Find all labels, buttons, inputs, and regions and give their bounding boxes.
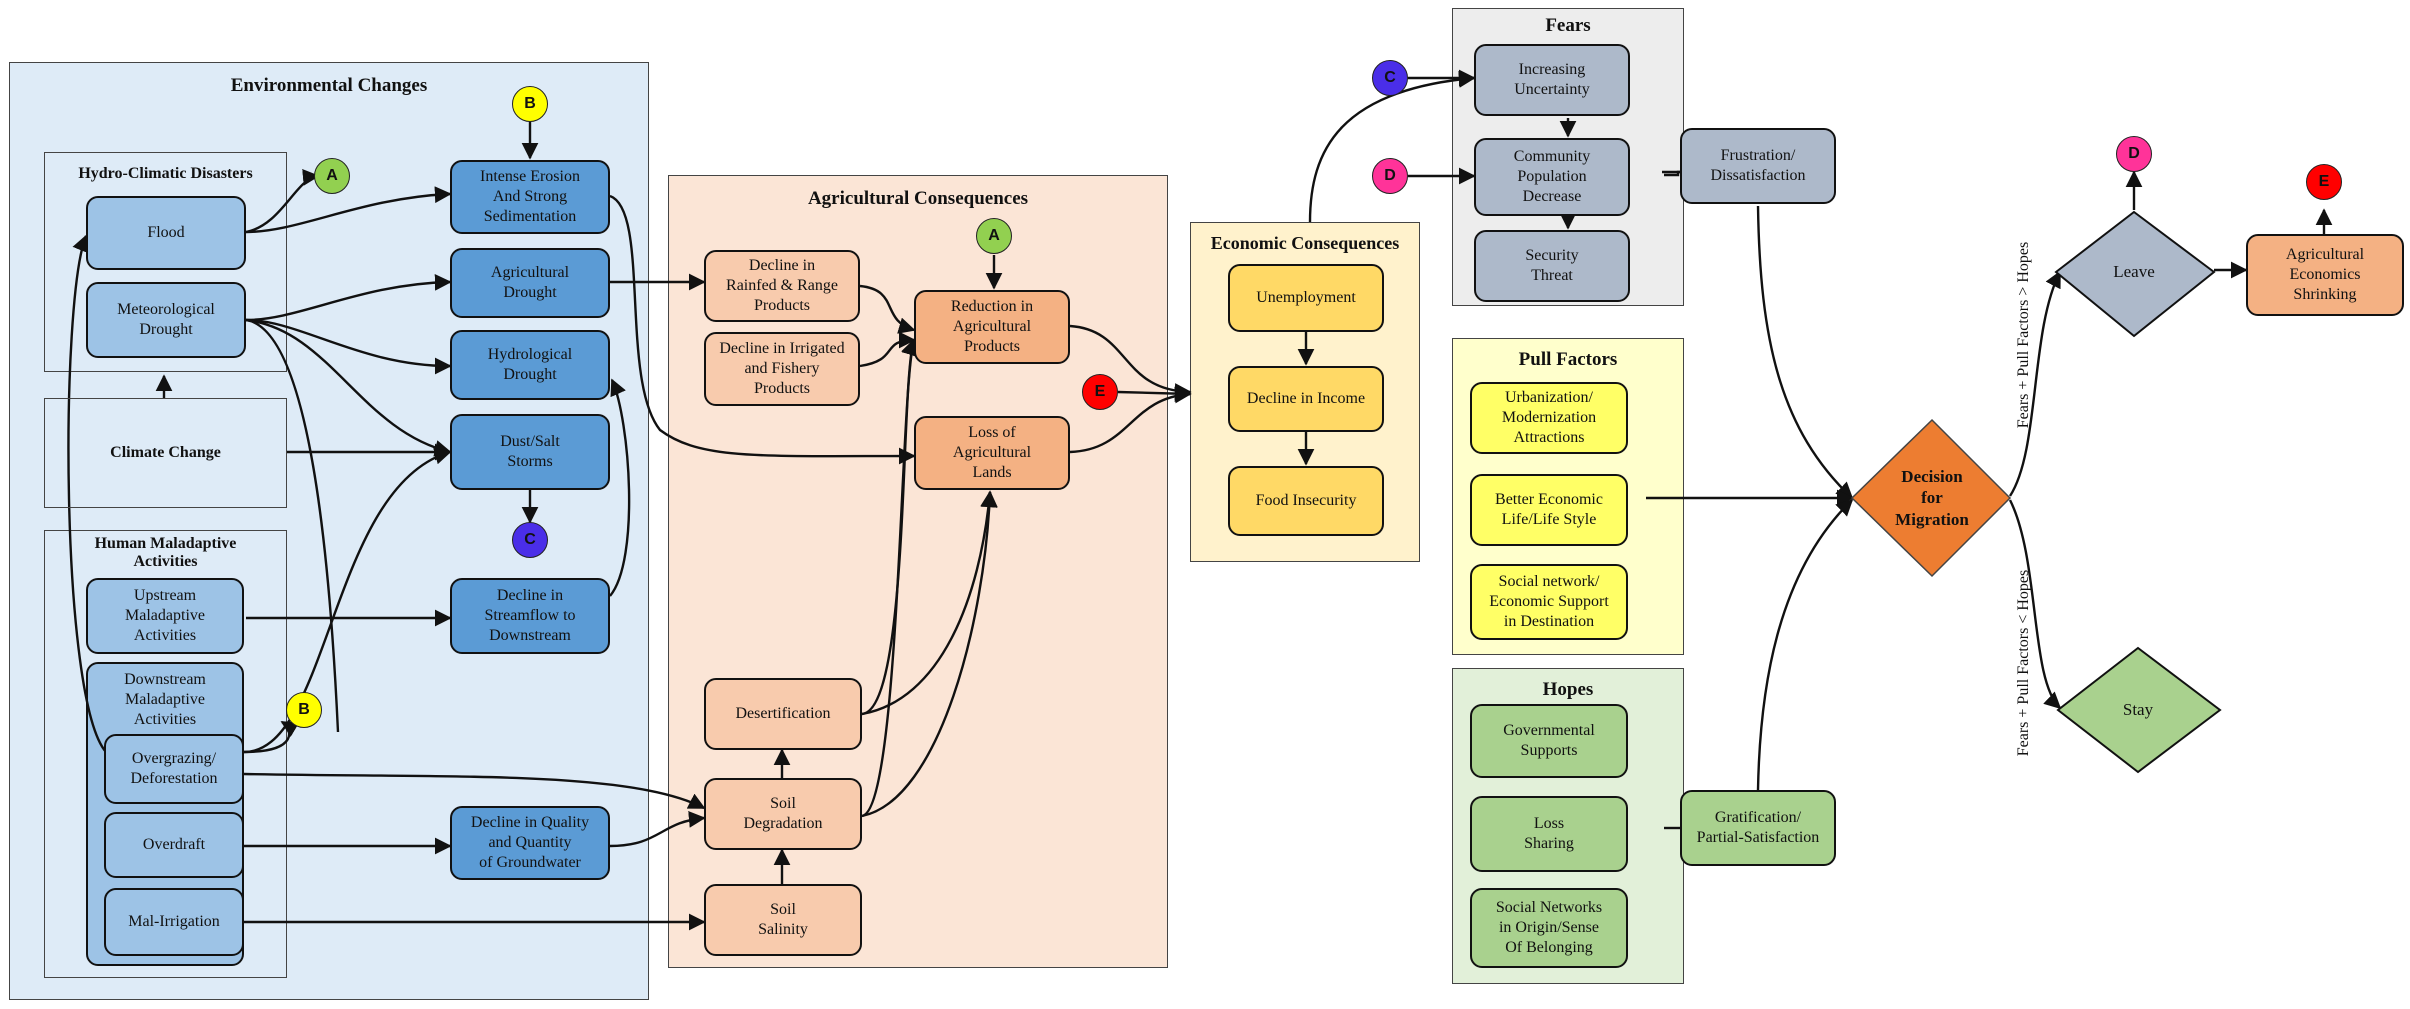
decline-rainfed-box: Decline in Rainfed & Range Products — [704, 250, 860, 322]
gratification-box: Gratification/ Partial-Satisfaction — [1680, 790, 1836, 866]
security-threat-box: Security Threat — [1474, 230, 1630, 302]
overdraft-box: Overdraft — [104, 812, 244, 878]
loss-agricultural-lands-box: Loss of Agricultural Lands — [914, 416, 1070, 490]
hydro-climatic-disasters-title: Hydro-Climatic Disasters — [78, 165, 253, 182]
better-economic-life-box: Better Economic Life/Life Style — [1470, 474, 1628, 546]
community-population-box: Community Population Decrease — [1474, 138, 1630, 216]
urbanization-box: Urbanization/ Modernization Attractions — [1470, 382, 1628, 454]
fears-title: Fears — [1545, 15, 1591, 36]
social-network-destination-box: Social network/ Economic Support in Dest… — [1470, 564, 1628, 640]
decline-streamflow-box: Decline in Streamflow to Downstream — [450, 578, 610, 654]
decision-diamond — [1850, 418, 2012, 578]
intense-erosion-box: Intense Erosion And Strong Sedimentation — [450, 160, 610, 234]
dust-salt-storms-box: Dust/Salt Storms — [450, 414, 610, 490]
upstream-maladaptive-box: Upstream Maladaptive Activities — [86, 578, 244, 654]
connector-c-fears: C — [1372, 60, 1408, 96]
stay-diamond — [2056, 646, 2222, 774]
connector-a-top: A — [314, 158, 350, 194]
reduction-agricultural-products-box: Reduction in Agricultural Products — [914, 290, 1070, 364]
loss-sharing-box: Loss Sharing — [1470, 796, 1628, 872]
desertification-box: Desertification — [704, 678, 862, 750]
stay-condition-label: Fears + Pull Factors < Hopes — [2015, 569, 2032, 757]
leave-label: Leave — [2113, 262, 2155, 282]
human-maladaptive-group: Human Maladaptive Activities — [44, 530, 287, 978]
hopes-title: Hopes — [1542, 679, 1594, 700]
decline-irrigated-box: Decline in Irrigated and Fishery Product… — [704, 332, 860, 406]
pull-factors-title: Pull Factors — [1518, 349, 1618, 370]
stay-label: Stay — [2122, 700, 2154, 720]
hydrological-drought-box: Hydrological Drought — [450, 330, 610, 400]
downstream-maladaptive-label: Downstream Maladaptive Activities — [124, 671, 206, 728]
frustration-box: Frustration/ Dissatisfaction — [1680, 128, 1836, 204]
human-maladaptive-title: Human Maladaptive Activities — [94, 535, 237, 571]
unemployment-box: Unemployment — [1228, 264, 1384, 332]
meteorological-drought-box: Meteorological Drought — [86, 282, 246, 358]
flood-box: Flood — [86, 196, 246, 270]
connector-d-fears: D — [1372, 158, 1408, 194]
economic-consequences-title: Economic Consequences — [1210, 233, 1400, 253]
connector-b-top: B — [512, 86, 548, 122]
decline-income-box: Decline in Income — [1228, 366, 1384, 432]
food-insecurity-box: Food Insecurity — [1228, 466, 1384, 536]
decision-label: Decision for Migration — [1895, 467, 1969, 529]
agricultural-economics-shrinking-box: Agricultural Economics Shrinking — [2246, 234, 2404, 316]
mal-irrigation-box: Mal-Irrigation — [104, 888, 244, 956]
agricultural-drought-box: Agricultural Drought — [450, 248, 610, 318]
connector-c-left: C — [512, 522, 548, 558]
agricultural-consequences-title: Agricultural Consequences — [807, 188, 1029, 209]
increasing-uncertainty-box: Increasing Uncertainty — [1474, 44, 1630, 116]
climate-change-box: Climate Change — [44, 398, 287, 508]
overgrazing-deforestation-box: Overgrazing/ Deforestation — [104, 734, 244, 804]
connector-b-lower: B — [286, 692, 322, 728]
governmental-supports-box: Governmental Supports — [1470, 704, 1628, 778]
social-networks-origin-box: Social Networks in Origin/Sense Of Belon… — [1470, 888, 1628, 968]
connector-d-leave: D — [2116, 136, 2152, 172]
connector-e-outcome: E — [2306, 164, 2342, 200]
connector-a-agri: A — [976, 218, 1012, 254]
soil-salinity-box: Soil Salinity — [704, 884, 862, 956]
leave-condition-label: Fears + Pull Factors > Hopes — [2015, 241, 2032, 429]
hydro-climatic-disasters-group: Hydro-Climatic Disasters — [44, 152, 287, 372]
leave-diamond — [2054, 210, 2216, 338]
environmental-changes-title: Environmental Changes — [230, 75, 428, 96]
decline-groundwater-box: Decline in Quality and Quantity of Groun… — [450, 806, 610, 880]
connector-e-agri: E — [1082, 374, 1118, 410]
soil-degradation-box: Soil Degradation — [704, 778, 862, 850]
